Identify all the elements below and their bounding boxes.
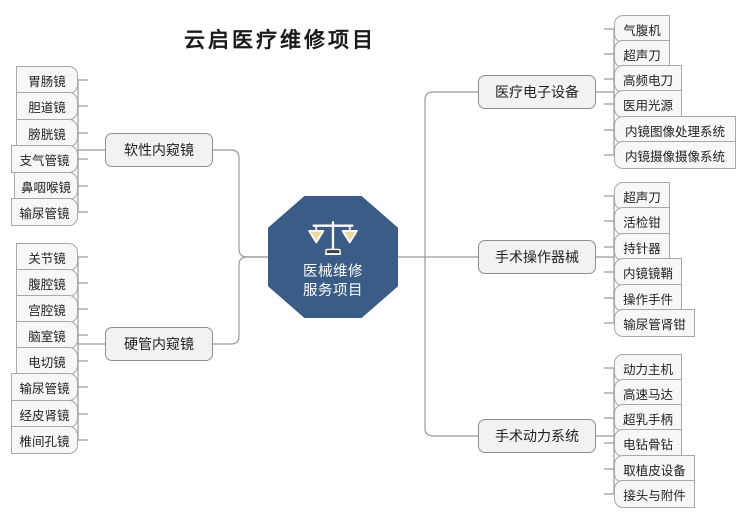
list-item[interactable]: 脑室镜 (16, 321, 78, 349)
leaf-label: 医用光源 (622, 98, 673, 113)
category-soft-endoscope[interactable]: 软性内窥镜 (105, 133, 213, 167)
leaf-label: 活检钳 (623, 215, 661, 230)
balance-scale-icon (308, 220, 358, 255)
list-item[interactable]: 宫腔镜 (16, 295, 78, 323)
category-surgical-power-system[interactable]: 手术动力系统 (478, 419, 596, 453)
center-node[interactable]: 医械维修 服务项目 (268, 196, 398, 318)
list-item[interactable]: 动力主机 (614, 354, 682, 382)
leaf-label: 内镜摄像摄像系统 (624, 149, 725, 164)
list-item[interactable]: 操作手件 (614, 284, 682, 312)
category-label: 硬管内窥镜 (124, 336, 194, 352)
leaf-label: 输尿管镜 (19, 381, 70, 396)
category-label: 医疗电子设备 (495, 84, 579, 100)
leaf-label: 腹腔镜 (28, 277, 66, 292)
list-item[interactable]: 输尿管镜 (11, 198, 78, 226)
list-item[interactable]: 胆道镜 (16, 92, 78, 120)
leaf-label: 胃肠镜 (28, 74, 66, 89)
list-item[interactable]: 内镜图像处理系统 (614, 116, 736, 144)
leaf-label: 关节镜 (28, 251, 66, 266)
leaf-label: 接头与附件 (623, 488, 686, 503)
leaf-label: 支气管镜 (19, 153, 70, 168)
list-item[interactable]: 电切镜 (16, 347, 78, 375)
center-label: 医械维修 服务项目 (303, 263, 363, 301)
list-item[interactable]: 椎间孔镜 (11, 426, 78, 454)
leaf-label: 脑室镜 (28, 329, 66, 344)
leaf-label: 超声刀 (623, 48, 661, 63)
list-item[interactable]: 持针器 (614, 233, 670, 261)
leaf-label: 电钻骨钻 (622, 437, 673, 452)
center-label-line1: 医械维修 (303, 263, 363, 280)
list-item[interactable]: 输尿管镜 (11, 373, 78, 401)
list-item[interactable]: 取植皮设备 (614, 455, 695, 483)
leaf-label: 输尿管镜 (19, 206, 70, 221)
list-item[interactable]: 超声刀 (614, 182, 670, 210)
list-item[interactable]: 活检钳 (614, 207, 670, 235)
category-rigid-endoscope[interactable]: 硬管内窥镜 (105, 327, 213, 361)
leaf-label: 高频电刀 (622, 73, 673, 88)
list-item[interactable]: 腹腔镜 (16, 269, 78, 297)
list-item[interactable]: 膀胱镜 (16, 119, 78, 147)
leaf-label: 超声刀 (623, 190, 661, 205)
list-item[interactable]: 经皮肾镜 (11, 400, 78, 428)
leaf-label: 超乳手柄 (622, 412, 673, 427)
list-item[interactable]: 胃肠镜 (16, 66, 78, 94)
leaf-label: 胆道镜 (28, 100, 66, 115)
list-item[interactable]: 超乳手柄 (614, 404, 682, 432)
leaf-label: 内镜图像处理系统 (624, 124, 725, 139)
category-label: 手术动力系统 (495, 428, 579, 444)
list-item[interactable]: 医用光源 (614, 90, 682, 118)
category-label: 软性内窥镜 (124, 142, 194, 158)
list-item[interactable]: 高速马达 (614, 379, 682, 407)
leaf-label: 操作手件 (622, 292, 673, 307)
list-item[interactable]: 气腹机 (614, 15, 670, 43)
leaf-label: 鼻咽喉镜 (20, 180, 71, 195)
leaf-label: 电切镜 (28, 355, 66, 370)
category-label: 手术操作器械 (495, 249, 579, 265)
leaf-label: 膀胱镜 (28, 127, 66, 142)
leaf-label: 高速马达 (622, 387, 673, 402)
list-item[interactable]: 支气管镜 (11, 145, 78, 173)
list-item[interactable]: 输尿管肾钳 (614, 309, 695, 337)
list-item[interactable]: 关节镜 (16, 243, 78, 271)
leaf-label: 取植皮设备 (623, 463, 686, 478)
list-item[interactable]: 超声刀 (614, 40, 670, 68)
leaf-label: 动力主机 (622, 362, 673, 377)
leaf-label: 椎间孔镜 (19, 434, 70, 449)
leaf-label: 气腹机 (623, 23, 661, 38)
list-item[interactable]: 鼻咽喉镜 (14, 172, 78, 200)
page-title: 云启医疗维修项目 (184, 29, 376, 52)
leaf-label: 宫腔镜 (28, 303, 66, 318)
list-item[interactable]: 高频电刀 (614, 65, 682, 93)
category-surgical-instruments[interactable]: 手术操作器械 (478, 240, 596, 274)
list-item[interactable]: 内镜摄像摄像系统 (614, 141, 736, 169)
octagon-shape (268, 196, 398, 318)
leaf-label: 持针器 (623, 241, 661, 256)
leaf-label: 输尿管肾钳 (623, 317, 686, 332)
center-label-line2: 服务项目 (303, 282, 363, 299)
leaf-label: 经皮肾镜 (19, 408, 70, 423)
list-item[interactable]: 接头与附件 (614, 480, 695, 508)
category-medical-electronic-equipment[interactable]: 医疗电子设备 (478, 75, 596, 109)
leaf-label: 内镜镜鞘 (622, 266, 673, 281)
list-item[interactable]: 电钻骨钻 (614, 429, 682, 457)
list-item[interactable]: 内镜镜鞘 (614, 258, 682, 286)
